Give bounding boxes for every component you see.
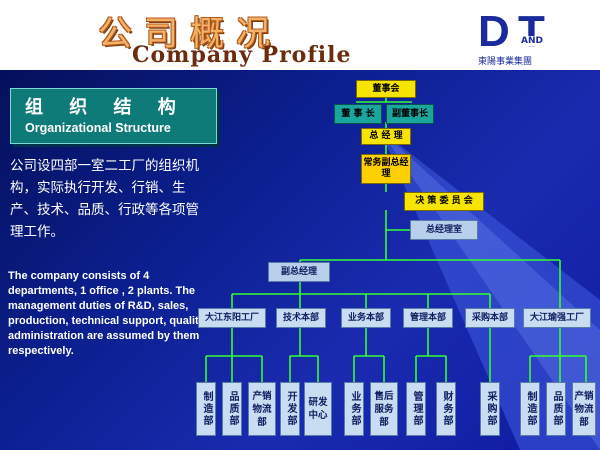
unit-procurement: 采购部 [480,382,500,436]
dept-technical: 技术本部 [276,308,326,328]
org-executive-vgm: 常务副总经理 [361,154,411,184]
section-title-cn: 组 织 结 构 [25,97,186,118]
dept-yuqiang-plant: 大江瑜强工厂 [523,308,591,328]
company-logo: D T AND 東陽事業集團 [478,7,596,68]
section-title-box: 组 织 结 构 Organizational Structure [10,88,217,144]
dept-sales: 业务本部 [341,308,391,328]
unit-logistics-2: 产销物流部 [572,382,596,436]
unit-rd-center: 研发中心 [304,382,332,436]
dept-management: 管理本部 [403,308,453,328]
org-general-manager: 总 经 理 [361,128,411,145]
title-english: Company Profile [132,42,352,68]
section-title-en: Organizational Structure [25,121,171,135]
unit-admin: 管理部 [406,382,426,436]
title-chinese: 公司概况 [98,14,282,54]
org-deputy-gm: 副总经理 [268,262,330,282]
dept-purchasing: 采购本部 [465,308,515,328]
org-chairman: 董 事 长 [334,104,382,124]
unit-logistics: 产销物流部 [248,382,276,436]
unit-development: 开发部 [280,382,300,436]
unit-business: 业务部 [344,382,364,436]
org-connectors [205,98,587,382]
unit-manufacturing: 制造部 [196,382,216,436]
org-board: 董事会 [356,80,416,98]
logo-mark: D T [478,7,545,56]
unit-manufacturing-2: 制造部 [520,382,540,436]
description-cn: 公司设四部一室二工厂的组织机构，实际执行开发、行销、生产、技术、品质、行政等各项… [10,158,199,240]
org-vice-chairman: 副董事长 [386,104,434,124]
unit-finance: 财务部 [436,382,456,436]
dept-dongyang-plant: 大江东阳工厂 [198,308,266,328]
org-gm-office: 总经理室 [410,220,478,240]
org-decision-committee: 决 策 委 员 会 [404,192,484,211]
logo-subtitle: 東陽事業集團 [478,57,533,67]
header: 公司概况 Company Profile D T AND 東陽事業集團 [0,0,600,70]
main-panel: 组 织 结 构 Organizational Structure 公司设四部一室… [0,70,600,450]
unit-quality: 品质部 [222,382,242,436]
description-en: The company consists of 4 departments, 1… [8,270,208,357]
logo-and: AND [520,36,544,46]
unit-quality-2: 品质部 [546,382,566,436]
unit-after-sales: 售后服务部 [370,382,398,436]
